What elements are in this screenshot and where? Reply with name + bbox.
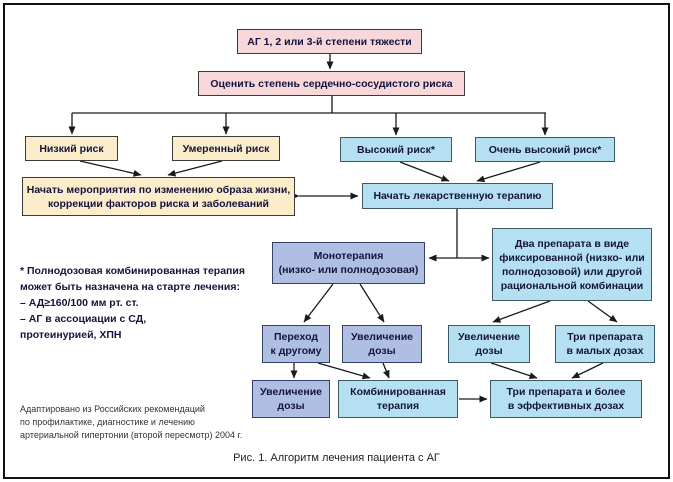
box-monotherapy: Монотерапия (низко- или полнодозовая): [272, 242, 425, 284]
box-low-risk: Низкий риск: [25, 136, 118, 161]
box-increase-dose-combo: Увеличение дозы: [448, 325, 530, 363]
box-three-drugs-effective: Три препарата и более в эффективных доза…: [490, 380, 642, 418]
box-increase-dose-final: Увеличение дозы: [252, 380, 330, 418]
arrow-switch-combo: [317, 362, 371, 380]
arrow-mono-switch: [303, 283, 334, 323]
box-lifestyle-measures: Начать мероприятия по изменению образа ж…: [22, 177, 295, 216]
arrow-mono-incdose: [359, 283, 385, 323]
arrow-high-drug: [399, 161, 450, 182]
box-severity: АГ 1, 2 или 3-й степени тяжести: [237, 29, 422, 54]
arrow-threesmall-threeeffective: [571, 362, 604, 379]
box-assess-risk: Оценить степень сердечно-сосудистого рис…: [198, 71, 465, 96]
box-two-drugs: Два препарата в виде фиксированной (низк…: [492, 228, 652, 301]
source-note: Адаптировано из Российских рекомендаций …: [20, 404, 243, 440]
arrow-low-lifestyle: [79, 160, 142, 177]
box-switch-drug: Переход к другому: [262, 325, 330, 363]
box-moderate-risk: Умеренный риск: [172, 136, 280, 161]
arrow-incdose-combo: [382, 362, 390, 379]
figure-caption: Рис. 1. Алгоритм лечения пациента с АГ: [233, 452, 440, 464]
arrow-veryhigh-drug: [476, 161, 541, 183]
arrow-twodrugs-incdose: [492, 300, 551, 323]
box-high-risk: Высокий риск*: [340, 137, 452, 162]
box-combination-therapy: Комбинированная терапия: [338, 380, 458, 418]
box-very-high-risk: Очень высокий риск*: [475, 137, 615, 162]
box-three-drugs-small: Три препарата в малых дозах: [555, 325, 655, 363]
footnote-asterisk: * Полнодозовая комбинированная терапия м…: [20, 265, 245, 341]
arrow-twodrugs-threesmall: [587, 300, 618, 323]
box-increase-dose-mono: Увеличение дозы: [342, 325, 422, 363]
arrow-incdose-threeeffective: [490, 362, 538, 380]
arrow-moderate-lifestyle: [167, 160, 223, 177]
box-drug-therapy: Начать лекарственную терапию: [362, 183, 553, 209]
